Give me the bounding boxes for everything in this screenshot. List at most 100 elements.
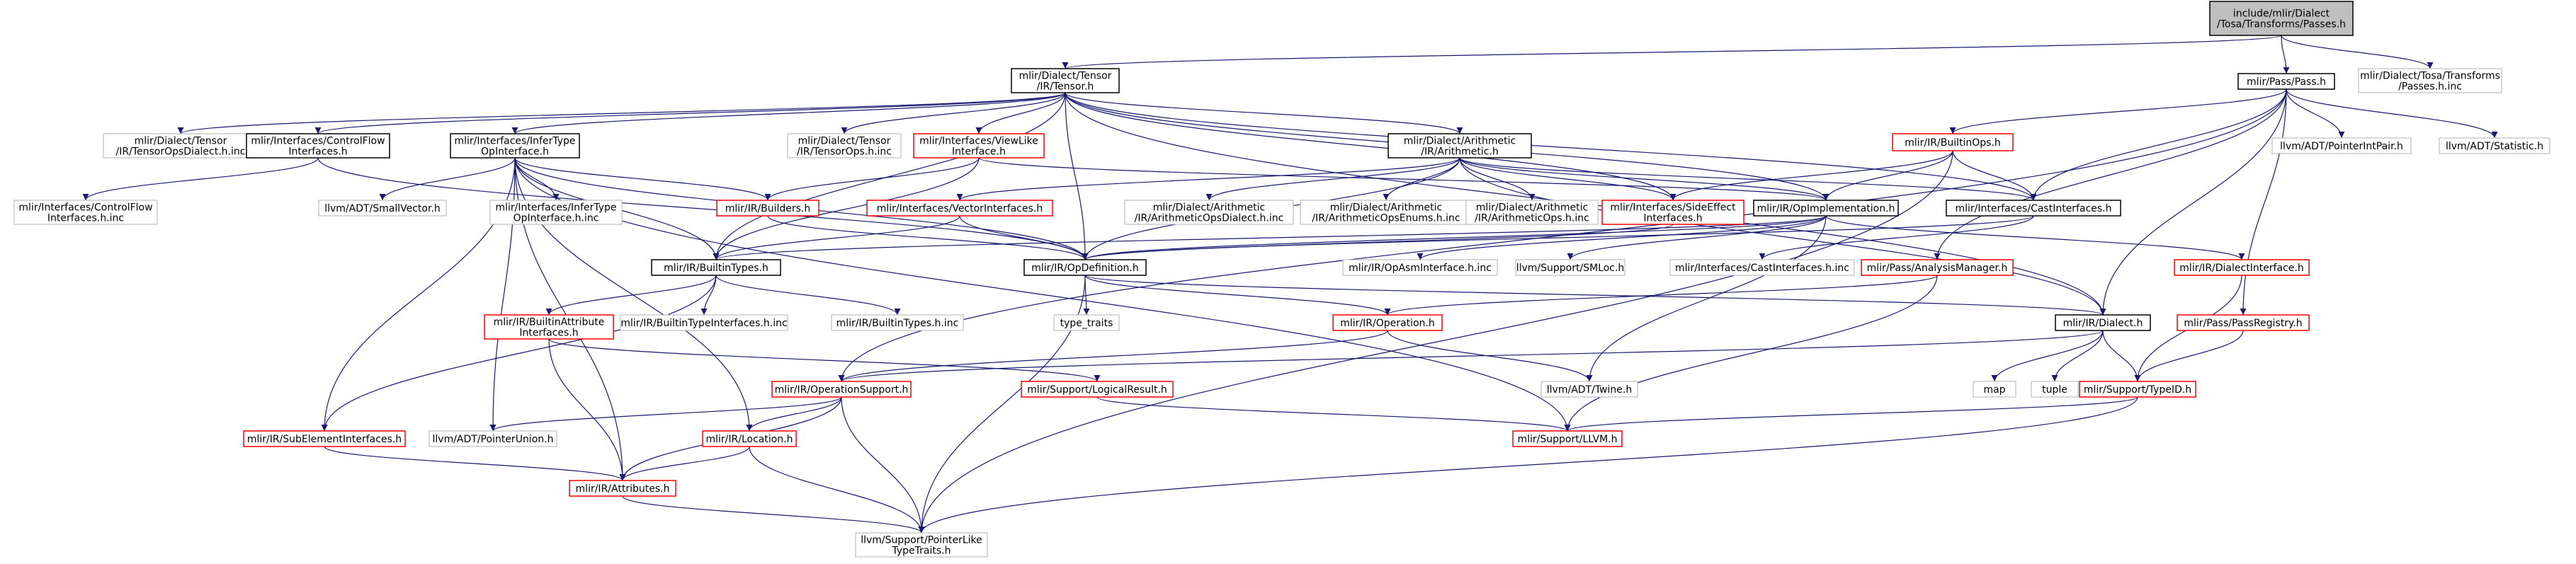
node-label: llvm/ADT/PointerUnion.h xyxy=(433,434,554,445)
node-analysismgr[interactable]: mlir/Pass/AnalysisManager.h xyxy=(1861,259,2014,276)
edge-builtinops-to-opimpl xyxy=(1822,150,1953,201)
node-builtinops[interactable]: mlir/IR/BuiltinOps.h xyxy=(1892,133,2014,151)
edge-opimpl-to-opasminc xyxy=(1417,215,1827,260)
edge-arith-to-opimpl xyxy=(1459,157,1829,201)
node-label: mlir/Dialect/Tensor xyxy=(135,136,227,147)
node-box xyxy=(2079,381,2196,398)
node-opdef[interactable]: mlir/IR/OpDefinition.h xyxy=(1023,259,1147,276)
node-box xyxy=(1300,200,1473,225)
node-box xyxy=(1332,314,1443,331)
edge-builtinattrif-to-logicalresult xyxy=(548,338,1101,382)
node-passh[interactable]: mlir/Pass/Pass.h xyxy=(2237,73,2335,90)
edge-sideeffect-to-opdef xyxy=(1082,224,1674,260)
edge-infertype-to-smallvector xyxy=(379,157,516,201)
node-label: mlir/Support/LogicalResult.h xyxy=(1027,384,1167,396)
edge-opimpl-to-opdef xyxy=(1082,215,1827,260)
node-label: mlir/IR/BuiltinTypeInterfaces.h.inc xyxy=(620,318,787,329)
edge-opdef-to-pointerlike xyxy=(918,275,1086,534)
node-dialect[interactable]: mlir/IR/Dialect.h xyxy=(2055,314,2151,331)
node-operation[interactable]: mlir/IR/Operation.h xyxy=(1332,314,1443,331)
edge-tensor-to-tensoropsinc xyxy=(841,92,1066,134)
edge-viewlike-to-builders xyxy=(764,157,980,201)
node-builders[interactable]: mlir/IR/Builders.h xyxy=(716,200,819,217)
node-label: TypeTraits.h xyxy=(892,546,951,557)
node-label: mlir/IR/Operation.h xyxy=(1340,318,1434,329)
node-arith[interactable]: mlir/Dialect/Arithmetic/IR/Arithmetic.h xyxy=(1388,133,1532,159)
node-subelement[interactable]: mlir/IR/SubElementInterfaces.h xyxy=(243,430,406,447)
node-label: mlir/IR/OpAsmInterface.h.inc xyxy=(1349,263,1492,274)
node-box xyxy=(702,430,797,447)
node-label: llvm/Support/PointerLike xyxy=(861,535,982,546)
edge-vectorif-to-builtintypes xyxy=(713,215,960,260)
node-opimpl[interactable]: mlir/IR/OpImplementation.h xyxy=(1753,200,1899,217)
edge-arith-to-arithopsinc xyxy=(1459,157,1536,201)
node-vectorif[interactable]: mlir/Interfaces/VectorInterfaces.h xyxy=(866,200,1053,217)
node-label: tuple xyxy=(2042,384,2067,396)
node-builtintypeifinc: mlir/IR/BuiltinTypeInterfaces.h.inc xyxy=(620,314,788,331)
node-typeid[interactable]: mlir/Support/TypeID.h xyxy=(2079,381,2196,398)
node-root[interactable]: include/mlir/Dialect/Tosa/Transforms/Pas… xyxy=(2209,1,2354,36)
node-label: Interfaces.h.inc xyxy=(47,213,124,224)
node-label: Interface.h xyxy=(952,146,1006,158)
edge-passh-to-analysismgr xyxy=(1934,88,2287,260)
node-label: mlir/IR/OpImplementation.h xyxy=(1757,203,1895,214)
edge-arith-to-vectorif xyxy=(956,157,1460,201)
node-passregistry[interactable]: mlir/Pass/PassRegistry.h xyxy=(2177,314,2310,331)
edge-passregistry-to-typeid xyxy=(2134,330,2244,382)
node-opasminc: mlir/IR/OpAsmInterface.h.inc xyxy=(1342,259,1498,276)
node-box xyxy=(620,314,788,331)
edge-arith-to-arithenumsinc xyxy=(1383,157,1460,201)
node-box xyxy=(651,259,781,276)
node-dialectif[interactable]: mlir/IR/DialectInterface.h xyxy=(2174,259,2310,276)
edge-passh-to-pointerintpair xyxy=(2286,88,2345,139)
node-logicalresult[interactable]: mlir/Support/LogicalResult.h xyxy=(1021,381,1174,398)
edge-opimpl-to-twine xyxy=(1586,215,1827,382)
node-label: /IR/ArithmeticOpsEnums.h.inc xyxy=(1312,213,1460,224)
edge-typeid-to-llvmh xyxy=(1564,396,2138,432)
node-label: mlir/Dialect/Tosa/Transforms xyxy=(2360,71,2500,82)
edge-vectorif-to-opdef xyxy=(959,215,1089,260)
node-label: mlir/Interfaces/InferType xyxy=(454,136,575,147)
node-box xyxy=(318,200,447,217)
edge-controlflow-to-controlflowinc xyxy=(82,157,319,201)
edge-opsupport-to-location xyxy=(746,396,842,432)
edge-arith-to-dialect xyxy=(1459,157,2106,316)
edge-subelement-to-attributes xyxy=(324,446,626,481)
node-box xyxy=(429,430,557,447)
node-location[interactable]: mlir/IR/Location.h xyxy=(702,430,797,447)
node-label: llvm/ADT/SmallVector.h xyxy=(324,203,441,214)
node-label: mlir/IR/OperationSupport.h xyxy=(775,384,909,396)
node-label: mlir/IR/SubElementInterfaces.h xyxy=(247,434,402,445)
node-box xyxy=(246,133,390,159)
node-label: map xyxy=(1983,384,2005,396)
node-label: include/mlir/Dialect xyxy=(2233,8,2330,20)
node-tensor[interactable]: mlir/Dialect/Tensor/IR/Tensor.h xyxy=(1011,68,1120,93)
node-box xyxy=(1601,200,1744,225)
node-attributes[interactable]: mlir/IR/Attributes.h xyxy=(569,480,676,497)
node-opsupport[interactable]: mlir/IR/OperationSupport.h xyxy=(771,381,912,398)
node-label: /IR/Arithmetic.h xyxy=(1421,146,1499,158)
node-box xyxy=(2174,259,2310,276)
node-castif[interactable]: mlir/Interfaces/CastInterfaces.h xyxy=(1946,200,2121,217)
node-builtintypes[interactable]: mlir/IR/BuiltinTypes.h xyxy=(651,259,781,276)
node-box xyxy=(1861,259,2014,276)
node-label: mlir/IR/Attributes.h xyxy=(576,483,670,495)
edge-tensor-to-opdef xyxy=(1065,92,1089,260)
node-smallvector: llvm/ADT/SmallVector.h xyxy=(318,200,447,217)
node-box xyxy=(2209,1,2354,36)
node-box xyxy=(2439,137,2551,154)
edge-tensor-to-castif xyxy=(1065,92,2037,201)
node-label: mlir/Interfaces/SideEffect xyxy=(1610,202,1736,214)
edge-analysismgr-to-llvmh xyxy=(1564,275,1938,432)
edge-tensor-to-arith xyxy=(1065,92,1463,134)
edge-builtintypes-to-builtinattrif xyxy=(545,275,717,316)
edge-dialect-to-typeid xyxy=(2102,330,2141,382)
node-llvmh[interactable]: mlir/Support/LLVM.h xyxy=(1512,430,1623,447)
node-box xyxy=(2271,137,2412,154)
